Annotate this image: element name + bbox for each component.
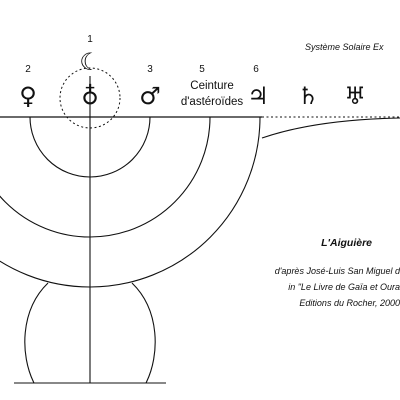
spout-curve	[261, 117, 400, 139]
number-asteroid-belt: 5	[199, 64, 205, 75]
orbit-arc-middle	[0, 116, 211, 238]
diagram-title: Système Solaire Ex	[305, 42, 384, 52]
number-mars: 3	[147, 64, 153, 75]
orbit-arc-outer	[0, 116, 261, 288]
asteroid-belt-label-line2: d'astéroïdes	[181, 96, 244, 108]
caption-line-3: Editions du Rocher, 2000	[299, 298, 400, 308]
number-jupiter: 6	[253, 64, 259, 75]
caption-line-2: in "Le Livre de Gaïa et Oura	[288, 282, 400, 292]
uranus-icon: ♅	[344, 82, 366, 110]
venus-icon: ♀	[19, 82, 37, 110]
number-venus: 2	[25, 64, 31, 75]
stem-right-curve	[131, 282, 156, 384]
number-moon: 1	[87, 34, 93, 45]
mars-icon: ♂	[139, 82, 161, 110]
caption-title: L'Aiguière	[321, 237, 372, 249]
asteroid-belt-label-line1: Ceinture	[190, 80, 233, 92]
earth-orbit-dotted-circle	[59, 67, 121, 129]
moon-icon: ☾	[79, 48, 101, 76]
caption-line-1: d'après José-Luis San Miguel d	[275, 266, 400, 276]
jupiter-icon: ♃	[247, 82, 269, 110]
saturn-icon: ♄	[297, 82, 319, 110]
stem-left-curve	[24, 282, 49, 384]
